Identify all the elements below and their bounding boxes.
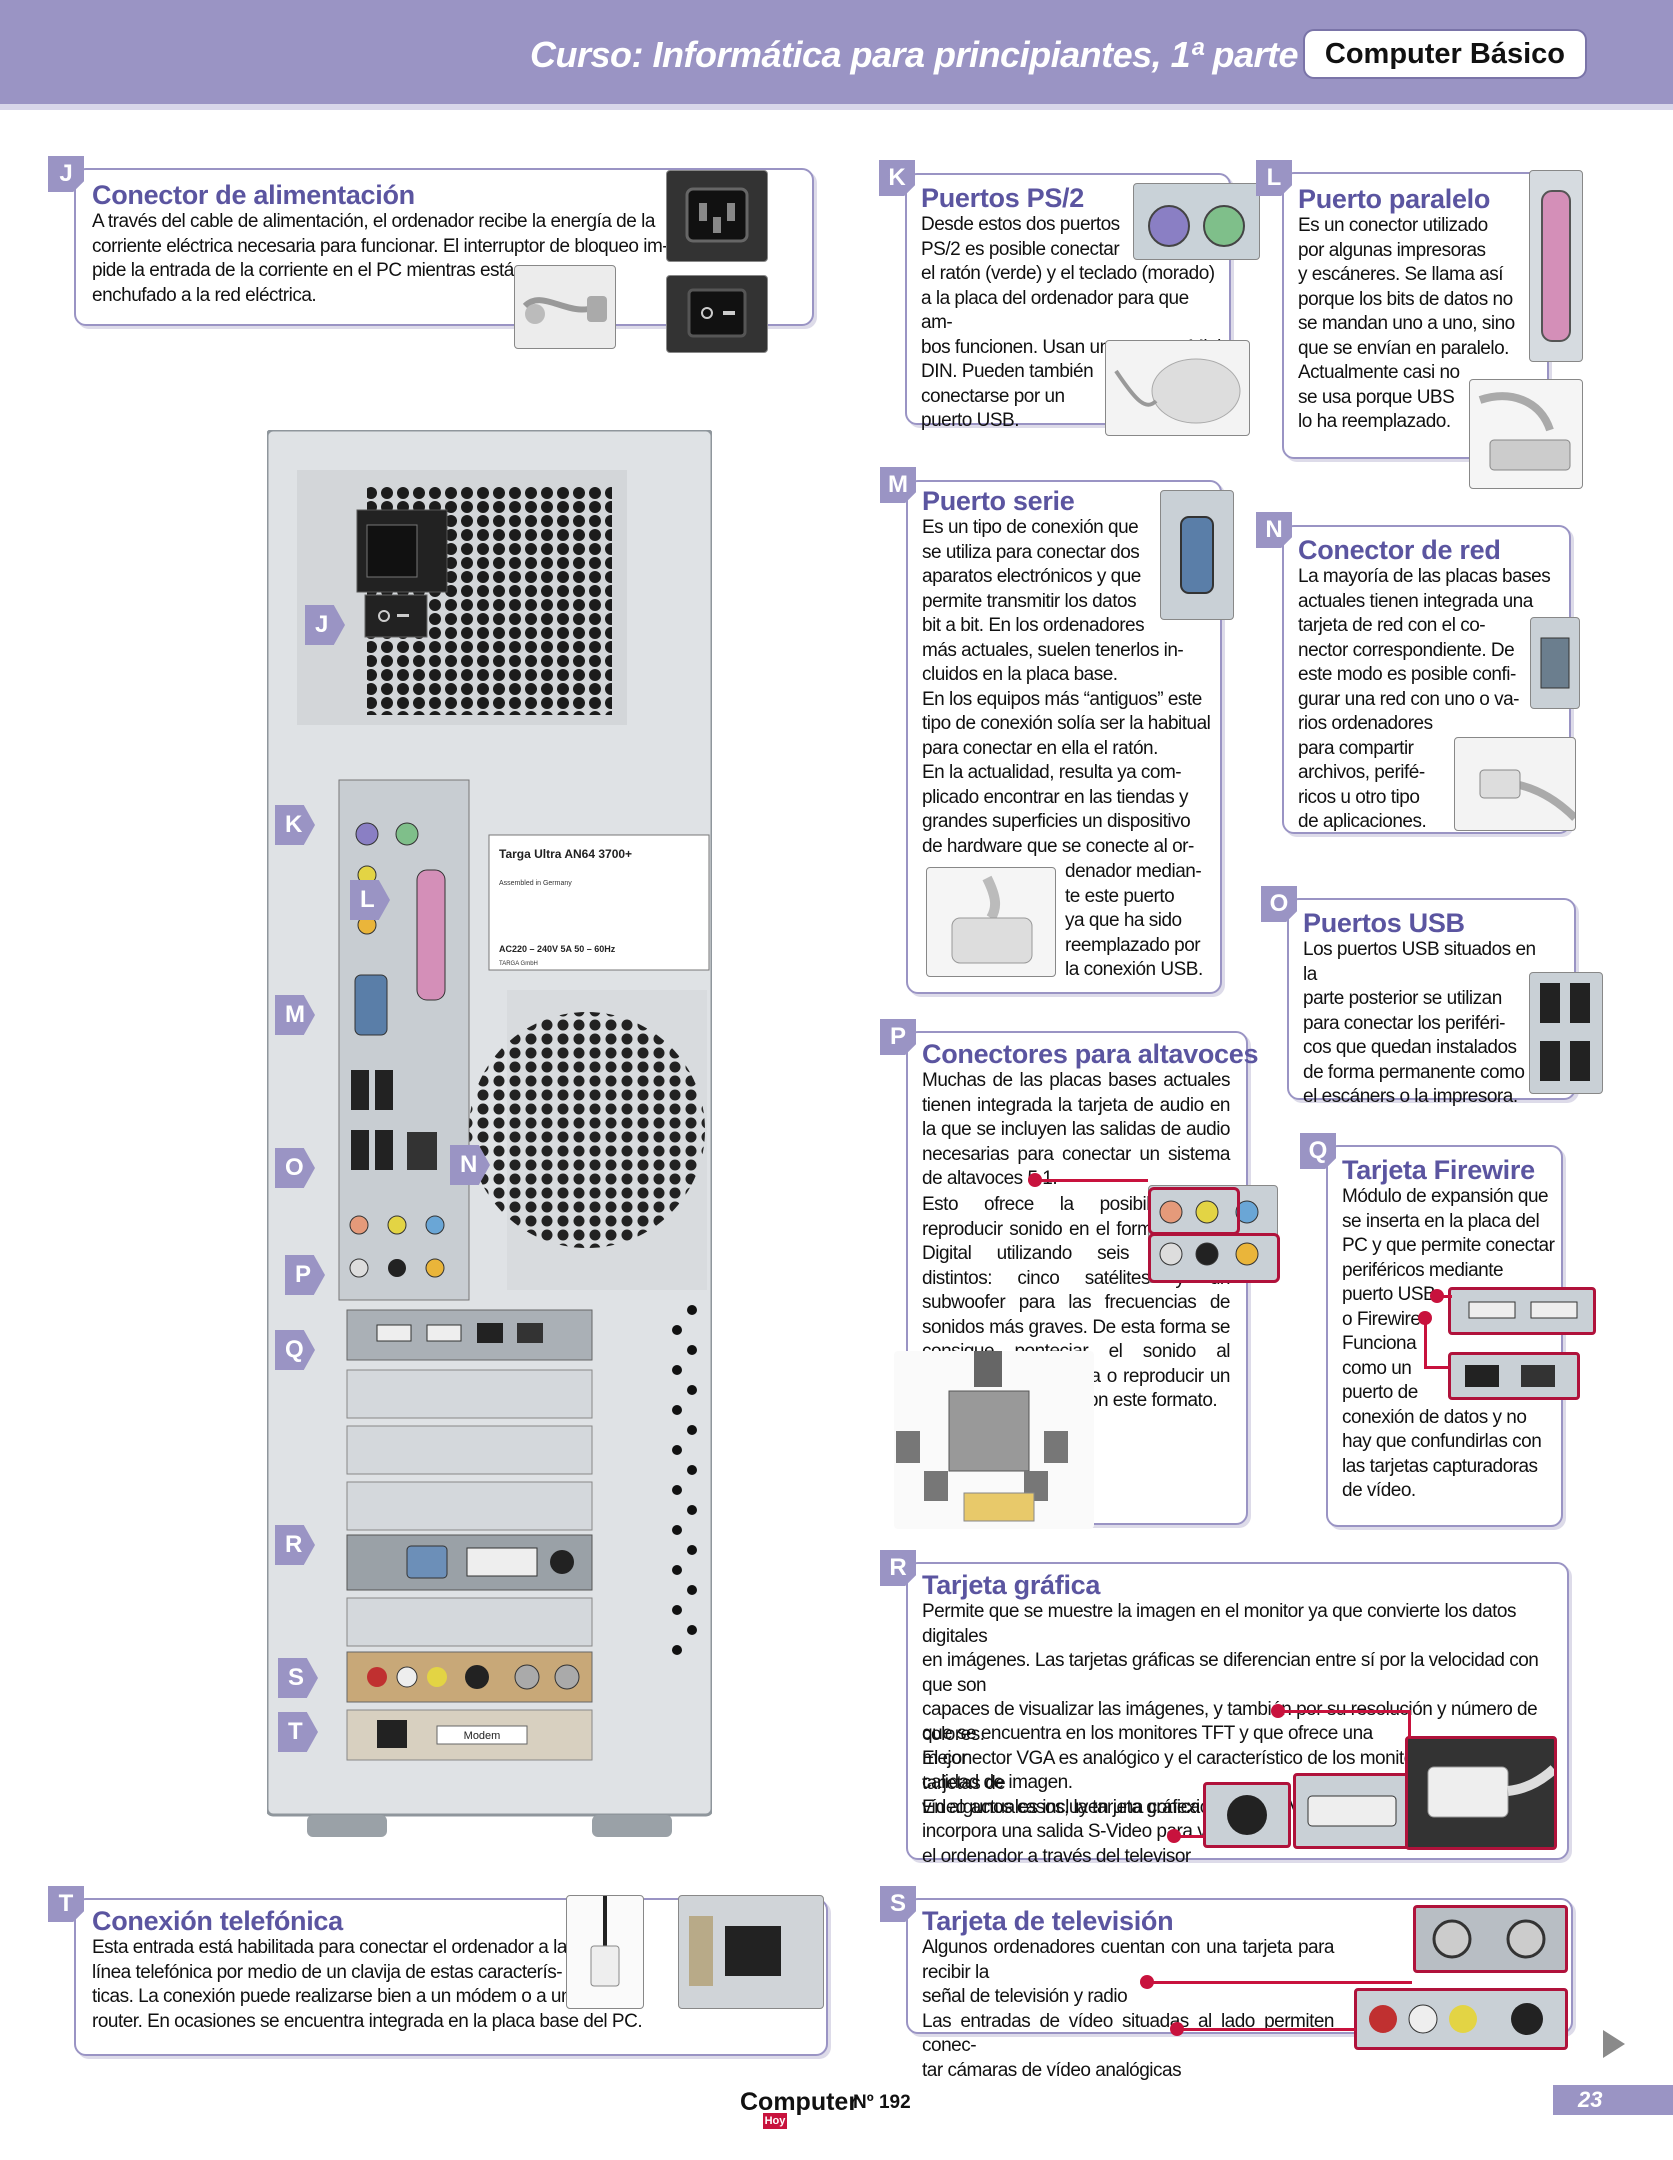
tag-N: N bbox=[1256, 512, 1292, 548]
usb-pointer-dot bbox=[1430, 1289, 1444, 1303]
course-title: Curso: Informática para principiantes, 1… bbox=[529, 34, 1299, 75]
usb-ports-image bbox=[1529, 972, 1603, 1094]
network-cable-image bbox=[1454, 737, 1576, 831]
dvi-cable-image bbox=[1405, 1736, 1557, 1850]
speakers-text: Muchas de las placas bases actuales tien… bbox=[922, 1070, 1231, 1189]
dvi-pointer-line-v bbox=[1408, 1710, 1411, 1738]
network-title: Conector de red bbox=[1298, 535, 1501, 565]
box-power-connector: Conector de alimentación A través del ca… bbox=[74, 168, 814, 353]
dvi-port-image bbox=[1293, 1773, 1411, 1849]
pc-label-M: M bbox=[275, 995, 315, 1035]
power-connector-text: A través del cable de alimentación, el o… bbox=[92, 211, 669, 306]
ps2-text: Desde estos dos puertos PS/2 es posible … bbox=[921, 214, 1221, 431]
sticker-power: AC220 – 240V 5A 50 – 60Hz bbox=[499, 944, 616, 954]
tag-L: L bbox=[1256, 160, 1292, 196]
box-network-connector: Conector de red La mayoría de las placas… bbox=[1282, 525, 1580, 834]
pc-tower-image: Targa Ultra AN64 3700+ Assembled in Germ… bbox=[265, 428, 714, 1840]
tag-R: R bbox=[880, 1550, 916, 1586]
box-serial-port: Puerto serie Es un tipo de conexión que … bbox=[906, 480, 1234, 994]
serial-title: Puerto serie bbox=[922, 486, 1075, 516]
tag-Q: Q bbox=[1300, 1133, 1336, 1169]
tag-K: K bbox=[879, 160, 915, 196]
sticker-model: Targa Ultra AN64 3700+ bbox=[499, 847, 632, 861]
section-badge: Computer Básico bbox=[1304, 31, 1585, 77]
ps2-title: Puertos PS/2 bbox=[921, 183, 1084, 213]
parallel-title: Puerto paralelo bbox=[1298, 184, 1491, 214]
ps2-ports-image bbox=[1133, 183, 1260, 260]
firewire-usb-image bbox=[1448, 1287, 1596, 1335]
parallel-cable-image bbox=[1469, 379, 1583, 489]
speakers-pointer-line bbox=[1040, 1179, 1148, 1182]
phone-plug-image bbox=[566, 1895, 644, 2009]
video-pointer-dot bbox=[1170, 2022, 1184, 2036]
dvi-pointer-dot bbox=[1271, 1704, 1285, 1718]
serial-text-continued: denador median- te este puerto ya que ha… bbox=[1065, 861, 1203, 980]
firewire-pointer-line-v bbox=[1424, 1318, 1427, 1366]
box-usb-ports: Puertos USB Los puertos USB situados en … bbox=[1287, 898, 1603, 1107]
graphics-title: Tarjeta gráfica bbox=[922, 1570, 1101, 1600]
phone-title: Conexión telefónica bbox=[92, 1906, 343, 1936]
parallel-text: Es un conector utilizado por algunas imp… bbox=[1298, 215, 1515, 432]
phone-text: Esta entrada está habilitada para conect… bbox=[92, 1937, 643, 2032]
tag-M: M bbox=[880, 467, 916, 503]
box-parallel-port: Puerto paralelo Es un conector utilizado… bbox=[1282, 170, 1583, 489]
power-switch-image bbox=[666, 275, 768, 353]
tag-P: P bbox=[880, 1019, 916, 1055]
mouse-image bbox=[1105, 340, 1250, 436]
dvi-pointer-line-h bbox=[1283, 1710, 1411, 1713]
tag-O: O bbox=[1261, 886, 1297, 922]
tv-pointer-line-h bbox=[1152, 1981, 1412, 1984]
usb-title: Puertos USB bbox=[1303, 908, 1465, 938]
header-shadow bbox=[0, 104, 1673, 110]
tag-S: S bbox=[880, 1886, 916, 1922]
serial-cable-image bbox=[926, 867, 1056, 977]
power-cable-image bbox=[514, 265, 616, 349]
phone-socket-image bbox=[678, 1895, 824, 2009]
modem-label: Modem bbox=[464, 1730, 501, 1742]
audio-rear-highlight bbox=[1148, 1233, 1280, 1283]
firewire-text: Módulo de expansión que se inserta en la… bbox=[1342, 1186, 1555, 1501]
footer-logo: Computer bbox=[740, 2088, 859, 2116]
sticker-origin: Assembled in Germany bbox=[499, 880, 572, 887]
header-bar: Curso: Informática para principiantes, 1… bbox=[0, 0, 1673, 104]
network-text: La mayoría de las placas bases actuales … bbox=[1298, 566, 1551, 832]
video-pointer-line bbox=[1182, 2028, 1356, 2031]
box-speaker-connectors: Conectores para altavoces Muchas de las … bbox=[894, 1031, 1280, 1529]
tv-text: Algunos ordenadores cuentan con una tarj… bbox=[922, 1937, 1335, 2081]
tv-pointer-dot bbox=[1140, 1975, 1154, 1989]
usb-pointer-line bbox=[1442, 1295, 1452, 1298]
box-firewire-card: Tarjeta Firewire Módulo de expansión que… bbox=[1326, 1145, 1563, 1527]
usb-text: Los puertos USB situados en la parte pos… bbox=[1303, 939, 1536, 1107]
tv-antenna-image bbox=[1413, 1905, 1568, 1973]
speaker-system-image bbox=[894, 1351, 1094, 1529]
serial-text: Es un tipo de conexión que se utiliza pa… bbox=[922, 517, 1211, 857]
tv-title: Tarjeta de televisión bbox=[922, 1906, 1174, 1936]
network-port-image bbox=[1530, 617, 1580, 709]
power-connector-title: Conector de alimentación bbox=[92, 180, 415, 210]
audio-front-highlight bbox=[1148, 1187, 1240, 1235]
box-phone-connection: Conexión telefónica Esta entrada está ha… bbox=[74, 1895, 828, 2056]
firewire-port-image bbox=[1448, 1352, 1580, 1400]
svideo-pointer-dot bbox=[1167, 1829, 1181, 1843]
firewire-pointer-line-h bbox=[1424, 1366, 1450, 1369]
serial-port-image bbox=[1160, 490, 1234, 620]
speakers-pointer-dot bbox=[1028, 1173, 1042, 1187]
sticker-maker: TARGA GmbH bbox=[499, 961, 538, 967]
parallel-port-image bbox=[1529, 170, 1583, 362]
video-inputs-image bbox=[1354, 1988, 1568, 2050]
speakers-title: Conectores para altavoces bbox=[922, 1039, 1259, 1069]
tag-T: T bbox=[48, 1886, 84, 1922]
tag-J: J bbox=[48, 156, 84, 192]
svideo-pointer-line bbox=[1179, 1835, 1205, 1838]
svideo-port-image bbox=[1203, 1782, 1291, 1848]
footer-logo-hoy: Hoy bbox=[763, 2113, 787, 2129]
page-number: 23 bbox=[1553, 2085, 1673, 2115]
issue-number: Nº 192 bbox=[853, 2092, 911, 2113]
graphics-text: Permite que se muestre la imagen en el m… bbox=[922, 1601, 1539, 1818]
power-socket-image bbox=[666, 170, 768, 262]
firewire-title: Tarjeta Firewire bbox=[1342, 1155, 1535, 1185]
next-page-arrow-icon bbox=[1603, 2030, 1625, 2058]
box-ps2-ports: Puertos PS/2 Desde estos dos puertos PS/… bbox=[905, 173, 1260, 436]
